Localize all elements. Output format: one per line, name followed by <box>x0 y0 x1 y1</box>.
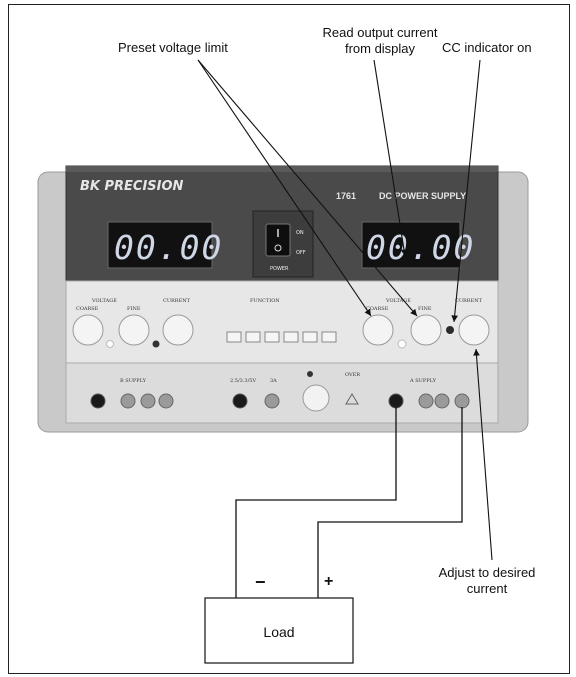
right-coarse-label: COARSE <box>366 306 389 312</box>
left-voltage-label: VOLTAGE <box>91 298 117 304</box>
power-switch[interactable] <box>265 223 291 257</box>
minus-sign: − <box>255 572 266 592</box>
right-cv-indicator <box>397 339 407 349</box>
a-plus-terminal[interactable] <box>454 393 470 409</box>
left-display <box>107 221 213 269</box>
power-led <box>307 371 313 377</box>
fixed-current-label: 3A <box>270 378 277 384</box>
figure-border <box>8 4 570 674</box>
arrow-read-to-display <box>373 59 408 257</box>
left-fine-voltage-knob[interactable] <box>118 314 150 346</box>
switch-off-label: OFF <box>296 250 306 256</box>
function-button-3[interactable] <box>264 331 280 343</box>
right-fine-voltage-knob[interactable] <box>410 314 442 346</box>
annotation-read-current-1: Read output current <box>323 25 438 40</box>
load-box <box>204 597 354 664</box>
function-buttons <box>226 331 337 343</box>
left-display-readout: 00.00 <box>114 228 223 267</box>
left-coarse-label: COARSE <box>76 306 99 312</box>
model-name: DC POWER SUPPLY <box>379 191 466 201</box>
function-button-2[interactable] <box>245 331 261 343</box>
function-label: FUNCTION <box>250 298 280 304</box>
fixed-supply-label: 2.5/3.3/5V <box>230 378 256 384</box>
right-display-readout: 00.00 <box>366 228 475 267</box>
function-button-4[interactable] <box>283 331 299 343</box>
fixed-minus-terminal[interactable] <box>232 393 248 409</box>
left-coarse-voltage-knob[interactable] <box>72 314 104 346</box>
right-display <box>361 221 461 269</box>
a-ground-terminal-2[interactable] <box>434 393 450 409</box>
arrow-to-current-knob <box>473 348 493 561</box>
arrow-to-cc-indicator <box>451 59 481 323</box>
power-supply: BK PRECISION 1761 DC POWER SUPPLY 00.00 … <box>37 165 529 433</box>
power-button-label: OVER <box>345 372 360 378</box>
b-ground-terminal[interactable] <box>120 393 136 409</box>
switch-on-label: ON <box>296 230 304 236</box>
annotation-preset-voltage: Preset voltage limit <box>118 40 228 55</box>
right-cc-indicator <box>446 326 454 334</box>
right-voltage-label: VOLTAGE <box>385 298 411 304</box>
annotation-read-current-2: from display <box>345 41 416 56</box>
b-ground-terminal-2[interactable] <box>140 393 156 409</box>
annotation-arrows <box>197 59 493 561</box>
load-label: Load <box>263 624 294 640</box>
warning-triangle-icon <box>345 393 359 405</box>
fixed-plus-terminal[interactable] <box>264 393 280 409</box>
b-supply-label: B SUPPLY <box>120 378 147 384</box>
right-current-label: CURRENT <box>455 298 483 304</box>
positive-wire <box>317 407 463 598</box>
load-wires <box>235 407 463 598</box>
model-number: 1761 <box>336 191 356 201</box>
arrow-preset-to-right-knob <box>197 59 372 317</box>
annotation-cc-indicator: CC indicator on <box>442 40 532 55</box>
left-cc-indicator <box>152 340 160 348</box>
function-button-5[interactable] <box>302 331 318 343</box>
a-supply-label: A SUPPLY <box>409 378 437 384</box>
function-button-1[interactable] <box>226 331 242 343</box>
left-current-knob[interactable] <box>162 314 194 346</box>
arrow-preset-to-fine-knob <box>197 59 418 317</box>
left-fine-label: FINE <box>127 306 141 312</box>
left-current-label: CURRENT <box>163 298 191 304</box>
function-button-6[interactable] <box>321 331 337 343</box>
right-current-knob[interactable] <box>458 314 490 346</box>
right-fine-label: FINE <box>418 306 432 312</box>
left-cv-indicator <box>106 340 114 348</box>
a-minus-terminal[interactable] <box>388 393 404 409</box>
panel-top-edge <box>66 166 498 172</box>
b-minus-terminal[interactable] <box>90 393 106 409</box>
right-coarse-voltage-knob[interactable] <box>362 314 394 346</box>
a-ground-terminal[interactable] <box>418 393 434 409</box>
plus-sign: + <box>324 573 333 590</box>
power-button[interactable] <box>302 384 330 412</box>
brand-logo: BK PRECISION <box>80 179 184 194</box>
negative-wire <box>235 407 397 598</box>
power-label: POWER <box>270 266 289 272</box>
annotation-adjust-1: Adjust to desired <box>439 565 536 580</box>
b-plus-terminal[interactable] <box>158 393 174 409</box>
power-switch-off-mark <box>274 244 282 252</box>
annotation-adjust-2: current <box>467 581 508 596</box>
terminal-strip <box>65 362 499 424</box>
